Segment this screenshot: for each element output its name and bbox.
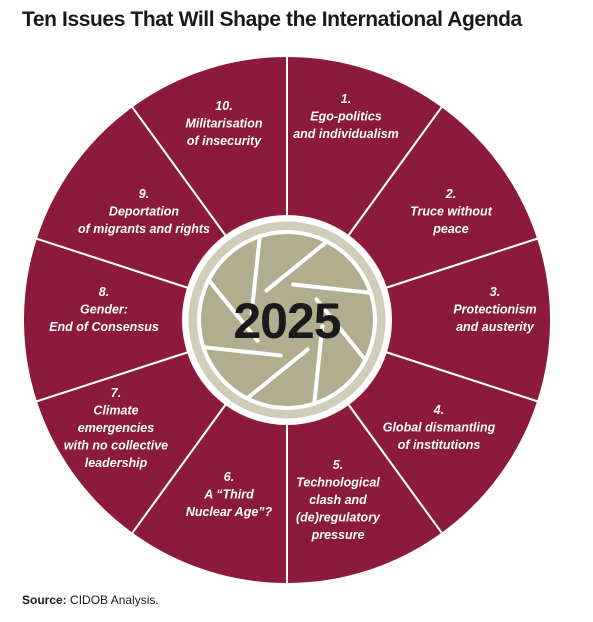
issue-number-1: 1. (341, 92, 351, 106)
wheel-segment-10 (130, 54, 288, 238)
issue-label-7: 7. Climate emergencies with no collective le… (64, 386, 168, 470)
center-aperture: 2025 (185, 218, 389, 422)
wheel-segment-7 (34, 350, 228, 535)
center-disk (197, 230, 377, 410)
issue-text-line: of migrants and rights (78, 222, 210, 236)
issue-label-2: 2. Truce without peace (410, 187, 493, 236)
issue-text-line: Truce without (410, 205, 493, 219)
issue-number-10: 10. (215, 99, 232, 113)
issue-label-8: 8. Gender: End of Consensus (49, 285, 159, 334)
issue-label-3: 3. Protectionism and austerity (453, 285, 536, 334)
wheel-segment-5 (286, 402, 444, 586)
wheel-segment-1 (286, 54, 444, 238)
issue-text-line: Climate (93, 404, 138, 418)
source-label: Source: (22, 593, 67, 607)
wheel-segment-6 (130, 402, 288, 586)
aperture-blade-line (291, 282, 373, 295)
issue-text-line: Protectionism (453, 303, 536, 317)
issue-text-line: End of Consensus (49, 320, 159, 334)
wheel-segment-9 (34, 105, 228, 290)
aperture-blade-line (201, 345, 283, 358)
issue-text-line: of institutions (398, 438, 481, 452)
issue-text-line: leadership (85, 456, 148, 470)
issue-text-line: and individualism (293, 127, 399, 141)
center-year-label: 2025 (233, 293, 340, 349)
issue-text-line: Nuclear Age”? (186, 505, 273, 519)
wheel-segment-3 (384, 237, 552, 403)
issue-text-line: of insecurity (187, 134, 262, 148)
issue-number-8: 8. (99, 285, 109, 299)
issue-text-line: emergencies (78, 421, 154, 435)
issue-number-5: 5. (333, 458, 343, 472)
issue-text-line: and austerity (456, 320, 535, 334)
issue-number-4: 4. (433, 403, 444, 417)
issue-number-2: 2. (445, 187, 456, 201)
issue-text-line: Technological (296, 476, 380, 490)
aperture-blade-line (312, 324, 325, 406)
source-note: Source: CIDOB Analysis. (22, 593, 159, 607)
issue-label-1: 1. Ego-politics and individualism (293, 92, 399, 141)
page-title: Ten Issues That Will Shape the Internati… (22, 8, 522, 31)
issue-number-3: 3. (490, 285, 500, 299)
issue-text-line: Deportation (109, 205, 180, 219)
issue-text-line: Gender: (80, 303, 128, 317)
issue-number-6: 6. (224, 470, 234, 484)
issue-text-line: A “Third (203, 488, 254, 502)
aperture-blade-line (206, 278, 260, 343)
aperture-blade-line (314, 297, 368, 362)
aperture-blade-line (245, 347, 310, 401)
issue-text-line: Ego-politics (310, 110, 382, 124)
issue-text-line: clash and (309, 493, 367, 507)
wheel-segment-4 (346, 350, 540, 535)
issue-label-10: 10. Militarisation of insecurity (185, 99, 262, 148)
issue-number-9: 9. (139, 187, 149, 201)
issue-text-line: (de)regulatory (296, 511, 381, 525)
issue-text-line: with no collective (64, 439, 168, 453)
wheel-segment-8 (22, 237, 190, 403)
issue-text-line: Global dismantling (383, 421, 496, 435)
issue-number-7: 7. (111, 386, 121, 400)
issue-text-line: peace (432, 222, 468, 236)
issue-label-4: 4. Global dismantling of institutions (383, 403, 496, 452)
issue-label-5: 5. Technological clash and (de)regulatory pr… (296, 458, 381, 542)
wheel-segment-2 (346, 105, 540, 290)
issue-label-9: 9. Deportation of migrants and rights (78, 187, 210, 236)
wheel-segment-labels: 1. Ego-politics and individualism 2. Truce w… (49, 92, 537, 542)
aperture-blade-line (264, 239, 329, 293)
wheel-segments (22, 54, 552, 586)
source-text: CIDOB Analysis. (66, 593, 159, 607)
issue-text-line: pressure (311, 528, 365, 542)
issue-text-line: Militarisation (185, 117, 262, 131)
aperture-blade-line (249, 234, 262, 316)
